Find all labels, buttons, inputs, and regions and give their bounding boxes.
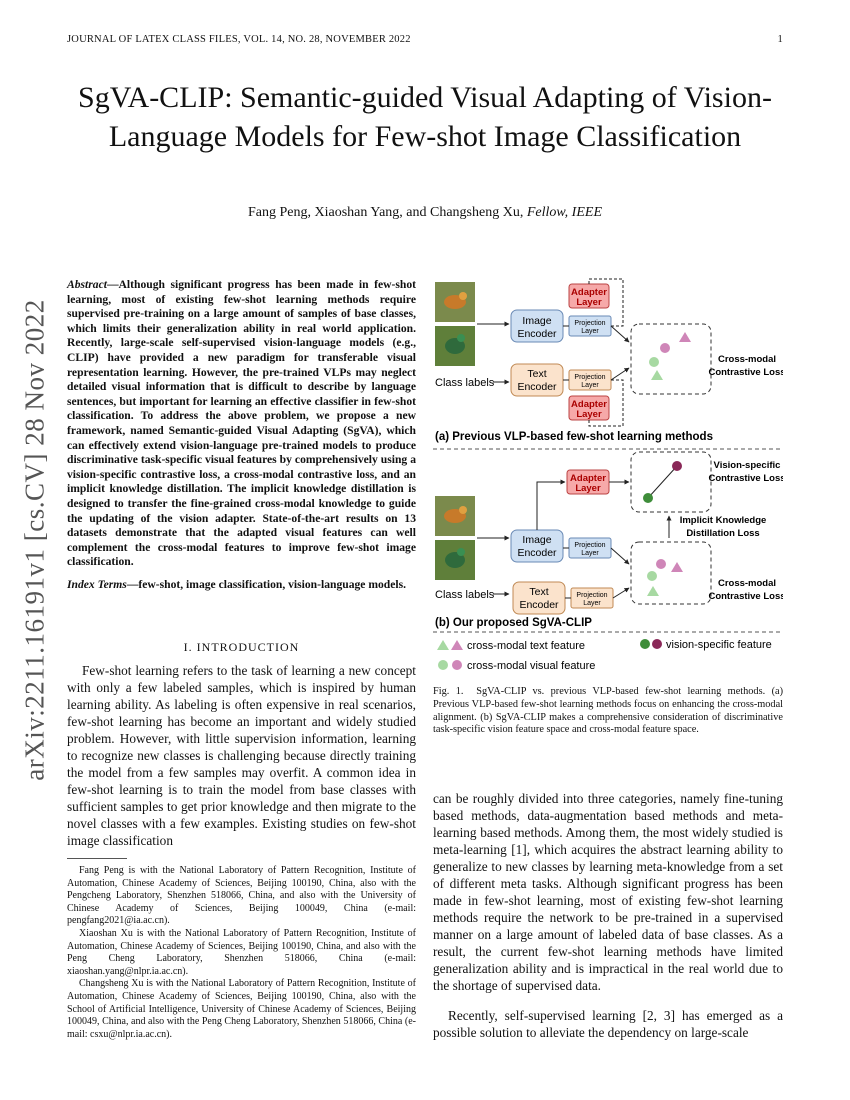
footnote-3: Changsheng Xu is with the National Labor… <box>67 978 416 1040</box>
vision-loss-l2: Contrastive Loss <box>708 473 783 484</box>
cross-modal-space-b <box>630 541 712 605</box>
bird-photo-b2 <box>435 540 475 580</box>
legend-dot-green <box>438 660 448 670</box>
abstract-text: —Although significant progress has been … <box>67 278 416 569</box>
legend-dot-dark-pink <box>652 639 662 649</box>
footnote-2: Xiaoshan Xu is with the National Laborat… <box>67 927 416 977</box>
proj-a-img-l2: Layer <box>581 328 599 335</box>
class-labels-a: Class labels <box>435 377 495 389</box>
adapter-b-l2: Layer <box>575 483 601 494</box>
cross-modal-space-a <box>630 323 712 395</box>
arxiv-stamp-text: arXiv:2211.16191v1 [cs.CV] 28 Nov 2022 <box>19 299 50 781</box>
journal-name: JOURNAL OF LATEX CLASS FILES, VOL. 14, N… <box>67 34 411 45</box>
proj-b-img-l1: Projection <box>574 542 605 549</box>
distill-loss-l1: Implicit Knowledge <box>680 515 767 526</box>
proj-b-txt-l2: Layer <box>583 600 601 607</box>
footnotes: Fang Peng is with the National Laborator… <box>67 865 416 1041</box>
vision-feature-pink <box>672 461 682 471</box>
footnote-rule <box>67 858 127 859</box>
vision-specific-space <box>630 451 712 513</box>
cross-modal-loss-a-l1: Cross-modal <box>718 354 776 365</box>
index-terms: Index Terms—few-shot, image classificati… <box>67 578 416 593</box>
image-encoder-a-l2: Encoder <box>517 328 557 340</box>
class-labels-b: Class labels <box>435 589 495 601</box>
legend-dot-pink <box>452 660 462 670</box>
proj-b-img-l2: Layer <box>581 550 599 557</box>
author-names: Fang Peng, Xiaoshan Yang, and Changsheng… <box>248 205 524 220</box>
legend-text-feature: cross-modal text feature <box>467 640 585 652</box>
bird-photo-b1 <box>435 496 475 536</box>
text-feature-green-b <box>647 586 659 596</box>
legend-vision-feature: vision-specific feature <box>666 639 772 651</box>
bird-photo-a2 <box>435 326 475 366</box>
cross-modal-loss-a-l2: Contrastive Loss <box>708 367 783 378</box>
right-paragraph-2: Recently, self-supervised learning [2, 3… <box>433 1008 783 1040</box>
cross-modal-loss-b-l2: Contrastive Loss <box>708 591 783 602</box>
proj-a-txt-l2: Layer <box>581 382 599 389</box>
text-feature-green <box>651 370 663 380</box>
distill-loss-l2: Distillation Loss <box>686 528 759 539</box>
image-encoder-b-l1: Image <box>522 534 551 546</box>
text-encoder-b-l1: Text <box>529 586 548 598</box>
right-paragraph-1: can be roughly divided into three catego… <box>433 791 783 993</box>
page-number: 1 <box>777 34 783 45</box>
subtitle-a: (a) Previous VLP-based few-shot learning… <box>435 431 713 443</box>
image-encoder-b-l2: Encoder <box>517 547 557 559</box>
footnote-1: Fang Peng is with the National Laborator… <box>67 865 416 927</box>
legend-triangle-green <box>437 640 449 650</box>
section-heading: I. INTRODUCTION <box>183 640 300 654</box>
proj-a-txt-l1: Projection <box>574 374 605 381</box>
caption-text: SgVA-CLIP vs. previous VLP-based few-sho… <box>433 686 783 736</box>
vision-loss-l1: Vision-specific <box>714 460 781 471</box>
text-feature-pink <box>679 332 691 342</box>
visual-feature-pink-b <box>656 559 666 569</box>
legend-triangle-pink <box>451 640 463 650</box>
adapter-a-top-l1: Adapter <box>571 287 607 298</box>
subtitle-b: (b) Our proposed SgVA-CLIP <box>435 617 592 629</box>
cross-modal-loss-b-l1: Cross-modal <box>718 578 776 589</box>
adapter-a-top-l2: Layer <box>576 297 602 308</box>
text-encoder-a-l1: Text <box>527 368 546 380</box>
adapter-a-bot-l1: Adapter <box>571 399 607 410</box>
figure-1: Image Encoder Adapter Layer Projection L… <box>433 278 783 672</box>
index-terms-label: Index Terms <box>67 578 127 591</box>
bird-photo-a1 <box>435 282 475 322</box>
text-encoder-a-l2: Encoder <box>517 381 557 393</box>
running-header: JOURNAL OF LATEX CLASS FILES, VOL. 14, N… <box>67 34 783 45</box>
text-encoder-b-l2: Encoder <box>519 599 559 611</box>
author-list: Fang Peng, Xiaoshan Yang, and Changsheng… <box>60 205 790 221</box>
paper-title: SgVA-CLIP: Semantic-guided Visual Adapti… <box>78 81 772 153</box>
author-suffix: Fellow, IEEE <box>526 205 602 220</box>
figure-caption: Fig. 1. SgVA-CLIP vs. previous VLP-based… <box>433 686 783 737</box>
image-encoder-a-l1: Image <box>522 315 551 327</box>
visual-feature-pink <box>660 343 670 353</box>
legend-dot-dark-green <box>640 639 650 649</box>
vision-feature-green <box>643 493 653 503</box>
arxiv-stamp: arXiv:2211.16191v1 [cs.CV] 28 Nov 2022 <box>20 290 50 790</box>
proj-b-txt-l1: Projection <box>576 592 607 599</box>
abstract-label: Abstract <box>67 278 107 291</box>
proj-a-img-l1: Projection <box>574 320 605 327</box>
abstract: Abstract—Although significant progress h… <box>67 278 416 570</box>
adapter-b-l1: Adapter <box>570 473 606 484</box>
intro-paragraph: Few-shot learning refers to the task of … <box>67 663 416 848</box>
text-feature-pink-b <box>671 562 683 572</box>
caption-label: Fig. 1. <box>433 686 464 697</box>
adapter-a-bot-l2: Layer <box>576 409 602 420</box>
vision-feature-link <box>647 465 678 499</box>
legend-visual-feature: cross-modal visual feature <box>467 660 595 672</box>
visual-feature-green-b <box>647 571 657 581</box>
visual-feature-green <box>649 357 659 367</box>
index-terms-text: —few-shot, image classification, vision-… <box>126 578 407 591</box>
